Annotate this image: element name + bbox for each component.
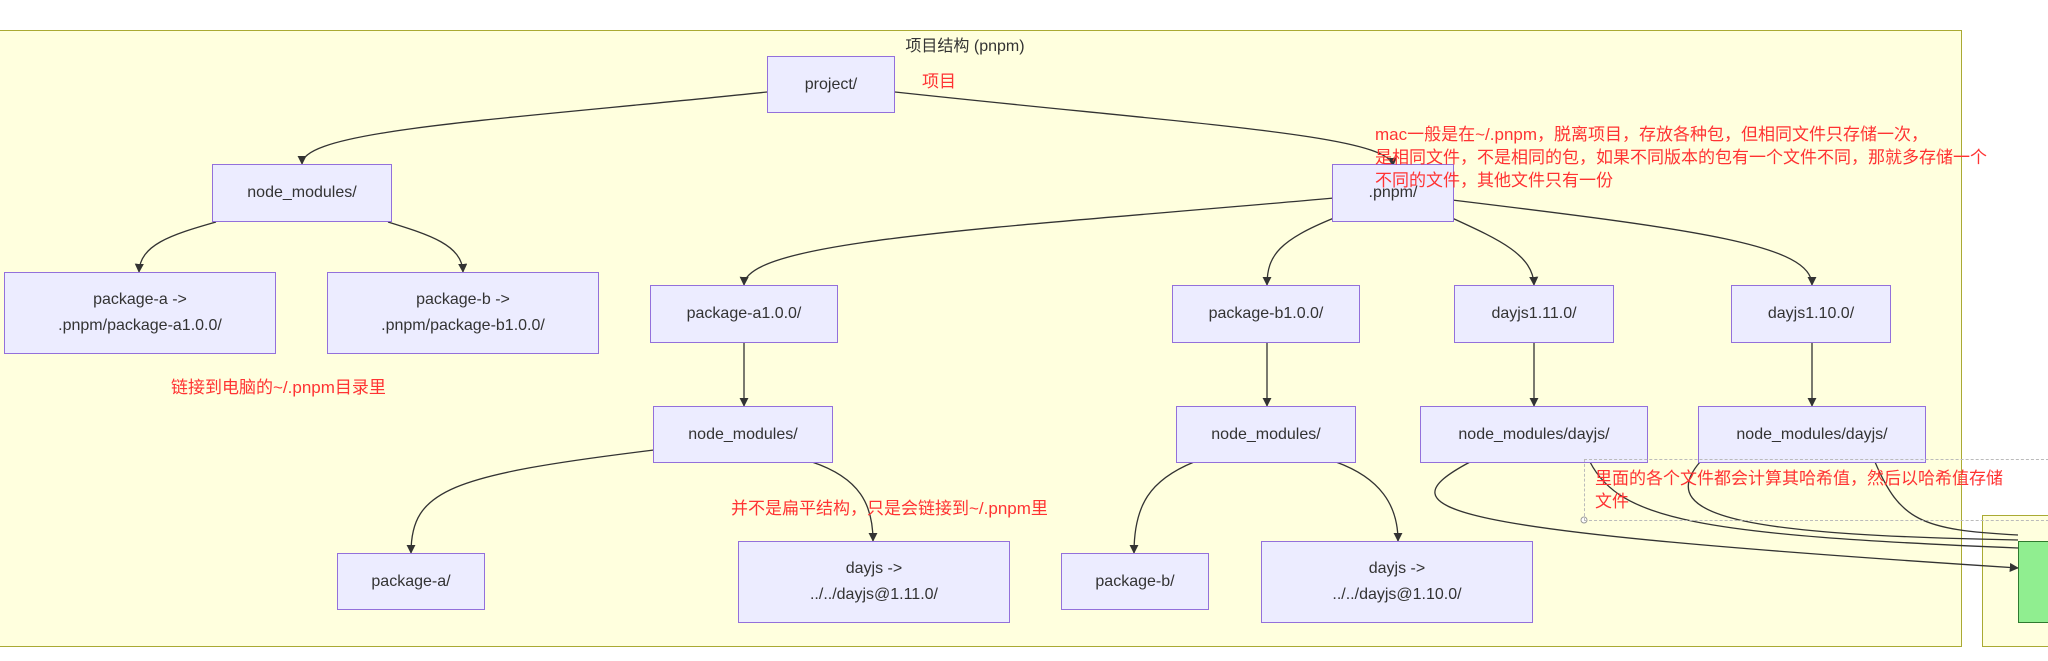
edge-dayjsnm-store-1	[1434, 461, 2019, 573]
edge-pnpm-dayjs1100	[1451, 199, 1817, 286]
node-project[interactable]: project/	[767, 56, 895, 113]
node-nm-dayjs-1100[interactable]: node_modules/dayjs/	[1698, 406, 1926, 463]
edge-project-pnpm	[894, 91, 1397, 167]
node-package-b-link[interactable]: package-b -> .pnpm/package-b1.0.0/	[327, 272, 599, 354]
node-nm-dayjs-1110[interactable]: node_modules/dayjs/	[1420, 406, 1648, 463]
node-package-b[interactable]: package-b/	[1061, 553, 1209, 610]
node-package-b100[interactable]: package-b1.0.0/	[1172, 285, 1360, 343]
node-dayjs1100[interactable]: dayjs1.10.0/	[1731, 285, 1891, 343]
edge-pnpm-a100	[739, 197, 1335, 286]
note-hash: 里面的各个文件都会计算其哈希值，然后以哈希值存储 文件	[1595, 469, 2003, 511]
note-link: 链接到电脑的~/.pnpm目录里	[171, 378, 386, 397]
edge-dayjsnm-store-2	[1589, 461, 2019, 549]
note-project: 项目	[922, 72, 956, 91]
node-dayjs-link-1100[interactable]: dayjs -> ../../dayjs@1.10.0/	[1261, 541, 1533, 623]
edge-nmb-dayjs	[1335, 461, 1403, 542]
note-pnpm: mac一般是在~/.pnpm，脱离项目，存放各种包，但相同文件只存储一次， 是相…	[1375, 125, 1987, 190]
node-nm-b[interactable]: node_modules/	[1176, 406, 1356, 463]
edge-pnpm-b100	[1262, 217, 1335, 286]
node-dayjs-link-1110[interactable]: dayjs -> ../../dayjs@1.11.0/	[738, 541, 1010, 623]
edge-project-nodemodules	[297, 91, 768, 165]
node-pnpm-store[interactable]	[2018, 541, 2048, 623]
node-dayjs1110[interactable]: dayjs1.11.0/	[1454, 285, 1614, 343]
note-flat: 并不是扁平结构，只是会链接到~/.pnpm里	[731, 499, 1048, 518]
node-package-a-link[interactable]: package-a -> .pnpm/package-a1.0.0/	[4, 272, 276, 354]
node-nm-a[interactable]: node_modules/	[653, 406, 833, 463]
edge-nm-packagea	[134, 221, 217, 273]
node-package-a100[interactable]: package-a1.0.0/	[650, 285, 838, 343]
edge-nma-packagea	[406, 449, 655, 554]
cluster-title: 项目结构 (pnpm)	[905, 38, 1025, 55]
edge-dayjsnm-store-4	[1874, 461, 2019, 536]
note-hash-box[interactable]	[1584, 459, 2048, 521]
edge-nm-packageb	[387, 221, 468, 273]
node-package-a[interactable]: package-a/	[337, 553, 485, 610]
node-pnpm[interactable]: .pnpm/	[1332, 164, 1454, 222]
node-node-modules-root[interactable]: node_modules/	[212, 164, 392, 222]
edge-nmb-packageb	[1129, 461, 1195, 554]
edge-pnpm-dayjs1110	[1451, 217, 1539, 286]
edge-nma-dayjs	[811, 461, 878, 542]
